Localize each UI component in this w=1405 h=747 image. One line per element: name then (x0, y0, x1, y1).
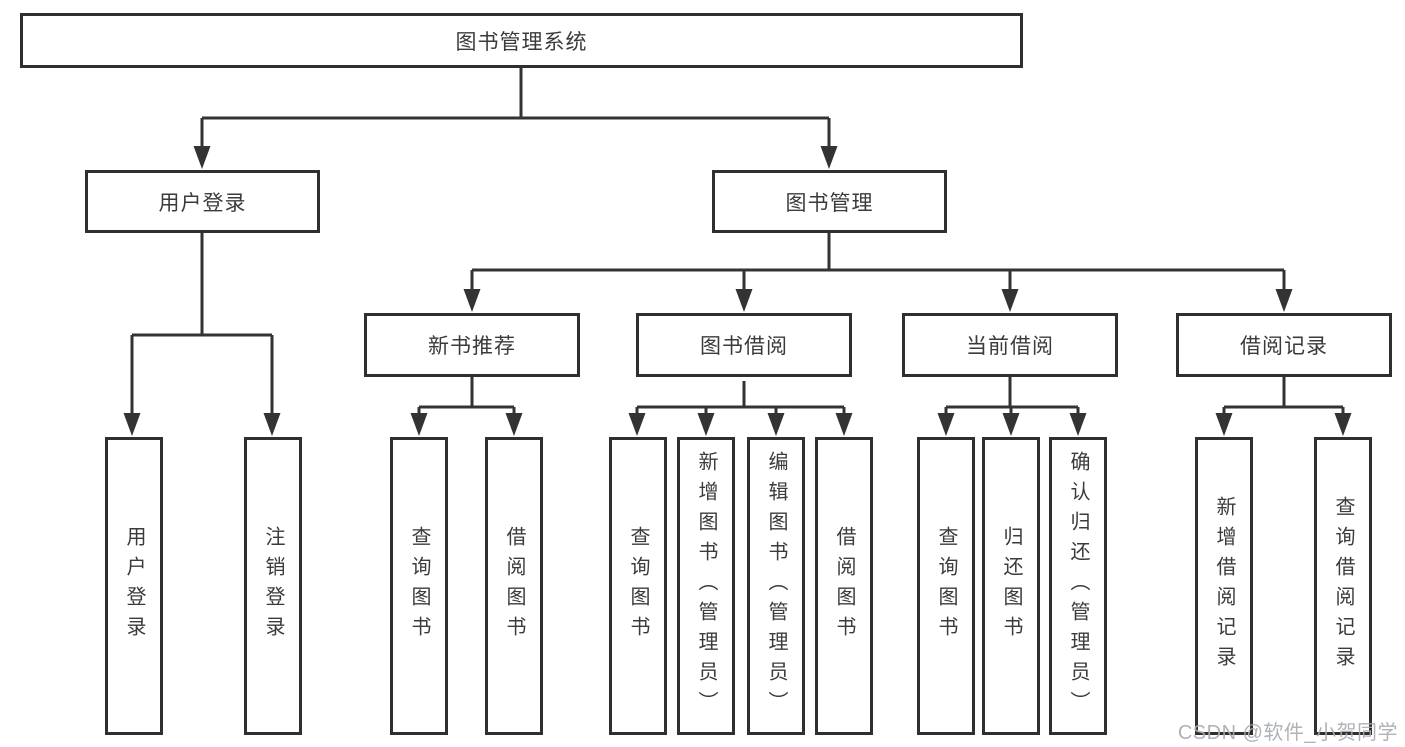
arrowheads (123, 146, 1352, 436)
arrowhead (697, 413, 715, 436)
node-label: 确认归还（管理员） (1067, 451, 1089, 721)
arrowhead (1215, 413, 1233, 436)
arrowhead (1334, 413, 1352, 436)
node-label: 当前借阅 (966, 335, 1054, 358)
arrowhead (1002, 413, 1020, 436)
node-add-book-admin: 新增图书（管理员） (677, 437, 735, 735)
node-new-book-recommend: 新书推荐 (364, 313, 580, 377)
node-label: 新增图书（管理员） (695, 451, 717, 721)
node-confirm-return-admin: 确认归还（管理员） (1049, 437, 1107, 735)
node-label: 图书借阅 (700, 335, 788, 358)
node-label: 查询图书 (408, 526, 430, 646)
edge-root-to-level1 (200, 68, 831, 146)
node-query-books-recommend: 查询图书 (390, 437, 448, 735)
edge-user-login-to-leaves (130, 233, 274, 413)
tree-edges (130, 68, 1345, 413)
node-logout-leaf: 注销登录 (244, 437, 302, 735)
arrowhead (193, 146, 211, 169)
node-library-management-system: 图书管理系统 (20, 13, 1023, 68)
node-label: 新增借阅记录 (1213, 496, 1235, 676)
node-label: 新书推荐 (428, 335, 516, 358)
node-query-books-current: 查询图书 (917, 437, 975, 735)
arrowhead (735, 289, 753, 312)
node-label: 借阅图书 (503, 526, 525, 646)
arrowhead (463, 289, 481, 312)
node-label: 查询图书 (935, 526, 957, 646)
edge-current-borrow-to-leaves (944, 377, 1080, 413)
edge-borrow-records-to-leaves (1222, 377, 1345, 413)
node-label: 查询图书 (627, 526, 649, 646)
arrowhead (1069, 413, 1087, 436)
node-borrow-records: 借阅记录 (1176, 313, 1392, 377)
node-label: 借阅记录 (1240, 335, 1328, 358)
node-query-books-borrow: 查询图书 (609, 437, 667, 735)
node-label: 注销登录 (262, 526, 284, 646)
edge-book-borrow-to-leaves (635, 381, 846, 413)
node-borrow-books-borrow: 借阅图书 (815, 437, 873, 735)
node-user-login-leaf: 用户登录 (105, 437, 163, 735)
arrowhead (820, 146, 838, 169)
node-label: 图书管理 (785, 191, 874, 215)
node-label: 用户登录 (123, 526, 145, 646)
arrowhead (505, 413, 523, 436)
node-edit-book-admin: 编辑图书（管理员） (747, 437, 805, 735)
arrowhead (835, 413, 853, 436)
arrowhead (1275, 289, 1293, 312)
node-book-borrow: 图书借阅 (636, 313, 852, 377)
node-borrow-books-recommend: 借阅图书 (485, 437, 543, 735)
edge-new-book-to-leaves (417, 377, 516, 413)
arrowhead (628, 413, 646, 436)
node-user-login: 用户登录 (85, 170, 320, 233)
node-label: 归还图书 (1000, 526, 1022, 646)
node-label: 图书管理系统 (455, 30, 588, 54)
csdn-watermark: CSDN @软件_小贺同学 (1177, 722, 1398, 744)
arrowhead (1001, 289, 1019, 312)
node-label: 借阅图书 (833, 526, 855, 646)
node-return-books: 归还图书 (982, 437, 1040, 735)
node-label: 用户登录 (158, 191, 247, 215)
node-query-borrow-record: 查询借阅记录 (1314, 437, 1372, 735)
node-add-borrow-record: 新增借阅记录 (1195, 437, 1253, 735)
arrowhead (410, 413, 428, 436)
node-current-borrow: 当前借阅 (902, 313, 1118, 377)
arrowhead (263, 413, 281, 436)
node-label: 查询借阅记录 (1332, 496, 1354, 676)
node-label: 编辑图书（管理员） (765, 451, 787, 721)
arrowhead (767, 413, 785, 436)
node-book-management: 图书管理 (712, 170, 947, 233)
edge-book-mgmt-to-level2 (470, 233, 1286, 289)
arrowhead (937, 413, 955, 436)
arrowhead (123, 413, 141, 436)
